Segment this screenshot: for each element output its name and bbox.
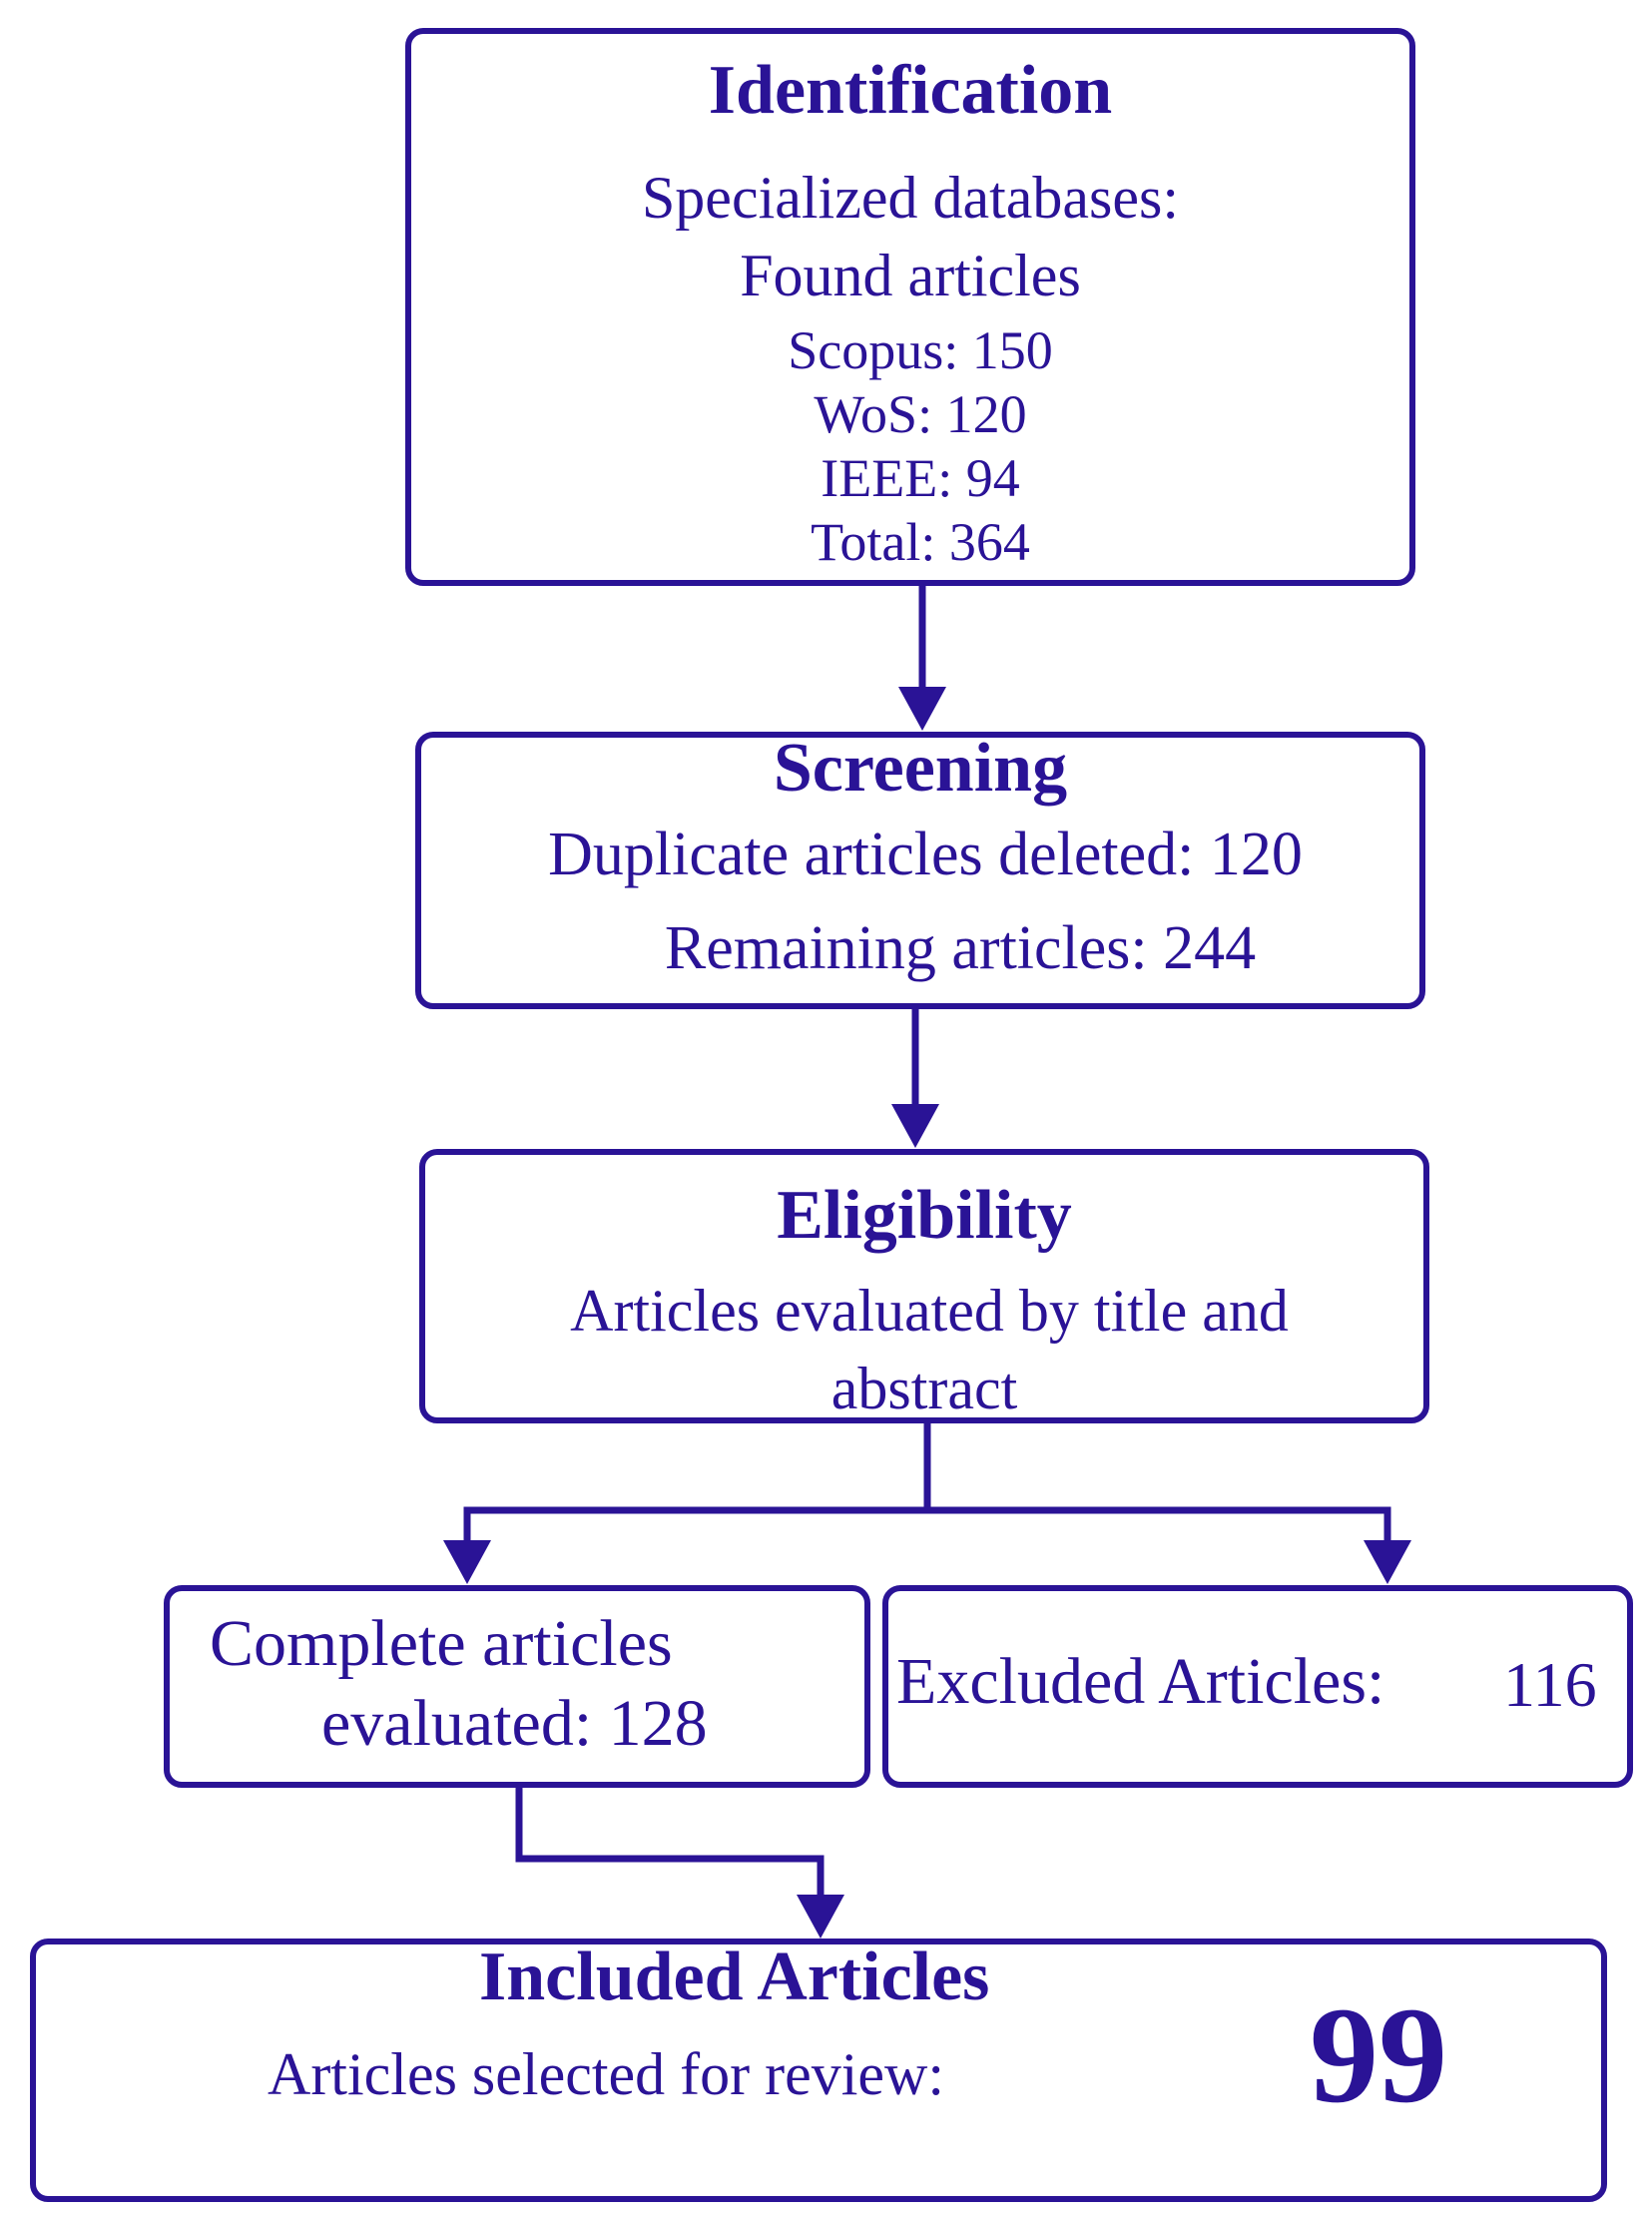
- identification-found-label: Found articles: [740, 243, 1081, 308]
- identification-ieee-count: IEEE: 94: [821, 448, 1020, 508]
- eligibility-description-line2: abstract: [830, 1356, 1018, 1421]
- identification-title: Identification: [708, 52, 1113, 129]
- excluded-articles-label: Excluded Articles:: [896, 1645, 1385, 1718]
- excluded-articles-count: 116: [1503, 1649, 1597, 1720]
- included-articles-title: Included Articles: [479, 1939, 990, 2015]
- included-articles-count: 99: [1310, 1978, 1447, 2131]
- eligibility-description-line1: Articles evaluated by title and: [570, 1278, 1289, 1344]
- arrowhead-included: [797, 1895, 844, 1939]
- screening-box: Screening Duplicate articles deleted: 12…: [415, 732, 1425, 1009]
- arrowhead-excluded: [1364, 1540, 1411, 1584]
- arrow-eligibility-to-excluded: [927, 1506, 1391, 1542]
- eligibility-title: Eligibility: [777, 1177, 1072, 1254]
- eligibility-box: Eligibility Articles evaluated by title …: [419, 1149, 1429, 1423]
- arrow-eligibility-branch: [463, 1422, 931, 1542]
- complete-articles-evaluated-count: evaluated: 128: [321, 1687, 708, 1760]
- excluded-articles-box: Excluded Articles: 116: [882, 1585, 1633, 1788]
- screening-duplicates-deleted: Duplicate articles deleted: 120: [548, 821, 1303, 888]
- arrowhead-complete: [443, 1540, 491, 1584]
- arrowhead-eligibility: [891, 1104, 939, 1148]
- arrow-complete-to-included: [515, 1787, 825, 1897]
- included-articles-box: Included Articles Articles selected for …: [30, 1939, 1607, 2202]
- complete-articles-box: Complete articles evaluated: 128: [164, 1585, 870, 1788]
- complete-articles-label: Complete articles: [210, 1607, 673, 1680]
- identification-databases-label: Specialized databases:: [641, 165, 1180, 231]
- screening-remaining-articles: Remaining articles: 244: [664, 914, 1257, 982]
- included-articles-label: Articles selected for review:: [268, 2041, 945, 2107]
- identification-wos-count: WoS: 120: [814, 384, 1027, 444]
- identification-scopus-count: Scopus: 150: [788, 320, 1053, 380]
- arrowhead-screening: [898, 687, 946, 731]
- screening-title: Screening: [773, 730, 1068, 807]
- identification-box: Identification Specialized databases: Fo…: [405, 28, 1415, 586]
- identification-total-count: Total: 364: [811, 512, 1030, 572]
